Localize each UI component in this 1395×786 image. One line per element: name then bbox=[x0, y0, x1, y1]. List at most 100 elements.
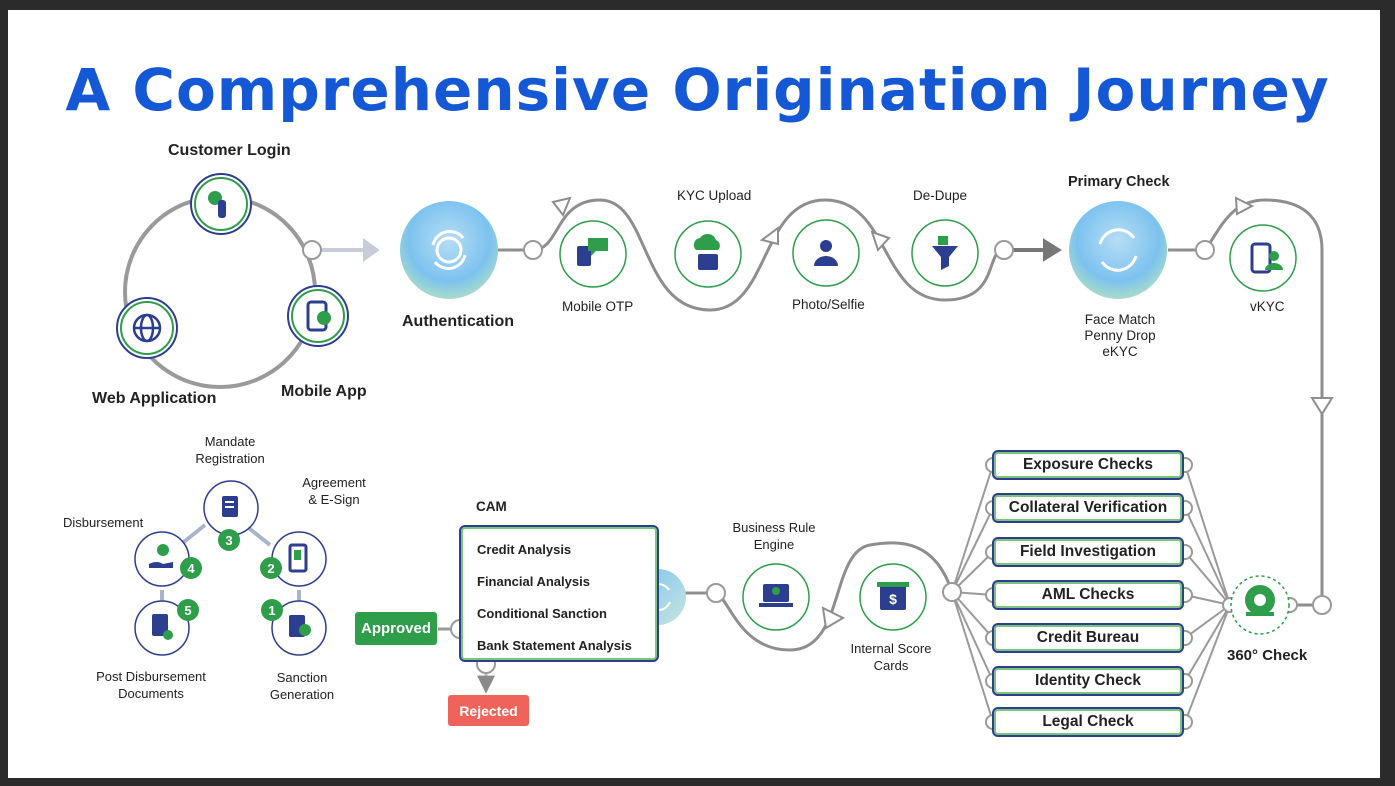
svg-text:$: $ bbox=[889, 591, 897, 607]
document-pen-icon bbox=[222, 496, 238, 517]
svg-text:1: 1 bbox=[268, 603, 275, 618]
arrowhead-top3 bbox=[870, 230, 891, 252]
top-wave-path bbox=[498, 198, 1005, 312]
cam-title: CAM bbox=[476, 499, 507, 514]
kyc-upload-label: KYC Upload bbox=[677, 188, 752, 203]
kyc-upload-node bbox=[674, 220, 742, 288]
step-badge-2: 2 bbox=[260, 557, 282, 579]
step-badge-5: 5 bbox=[177, 599, 199, 621]
arrowhead-vkyc bbox=[1234, 196, 1255, 216]
check-collateral-verification: Collateral Verification bbox=[992, 493, 1184, 523]
bottom-wave-path bbox=[684, 541, 954, 652]
check-legal: Legal Check bbox=[992, 707, 1184, 737]
fan-right bbox=[1184, 464, 1231, 723]
mobile-otp-label: Mobile OTP bbox=[562, 299, 634, 314]
sanction-generation-node bbox=[271, 600, 327, 656]
node-360-right bbox=[1312, 595, 1332, 615]
ekyc-label: eKYC bbox=[1102, 344, 1138, 359]
scorecard-icon: $ bbox=[877, 582, 909, 610]
chat-phone-icon bbox=[577, 238, 608, 266]
business-rule-engine-node bbox=[742, 563, 810, 631]
primary-check-circle bbox=[1069, 201, 1167, 299]
bre-label-line1: Business Rule bbox=[732, 520, 816, 535]
check-field-investigation: Field Investigation bbox=[992, 537, 1184, 567]
arrowhead-top2 bbox=[759, 226, 779, 246]
customer-login-label: Customer Login bbox=[168, 142, 291, 159]
video-kyc-icon bbox=[1250, 242, 1283, 274]
penny-drop-label: Penny Drop bbox=[1084, 328, 1156, 343]
cam-item-financial-analysis: Financial Analysis bbox=[477, 574, 590, 589]
step-badge-1: 1 bbox=[261, 599, 283, 621]
authentication-circle bbox=[400, 201, 498, 299]
step-badges: 3 2 4 5 1 bbox=[177, 529, 283, 621]
sanction-label-line2: Generation bbox=[269, 687, 335, 702]
photo-selfie-label: Photo/Selfie bbox=[792, 297, 865, 312]
check-credit-bureau: Credit Bureau bbox=[992, 623, 1184, 653]
cam-item-bank-statement: Bank Statement Analysis bbox=[477, 638, 632, 653]
authentication-label: Authentication bbox=[402, 313, 514, 330]
mandate-registration-node bbox=[203, 480, 259, 536]
svg-text:2: 2 bbox=[267, 561, 274, 576]
check-exposure: Exposure Checks bbox=[992, 450, 1184, 480]
check-aml: AML Checks bbox=[992, 580, 1184, 610]
node-auth-out bbox=[523, 240, 543, 260]
node-login bbox=[302, 240, 322, 260]
disbursement-label: Disbursement bbox=[63, 515, 144, 530]
user-icon bbox=[814, 240, 838, 266]
arrowhead-down bbox=[1310, 397, 1334, 416]
check-identity: Identity Check bbox=[992, 666, 1184, 696]
cloud-upload-icon bbox=[693, 233, 720, 270]
refresh-icon bbox=[1098, 228, 1138, 272]
node-dedupe-out bbox=[994, 240, 1014, 260]
agreement-esign-node bbox=[271, 531, 327, 587]
mobile-app-node bbox=[287, 285, 349, 347]
de-dupe-label: De-Dupe bbox=[913, 188, 968, 203]
photo-selfie-node bbox=[792, 219, 860, 287]
agreement-label-line2: & E-Sign bbox=[308, 492, 360, 507]
mandate-label-line2: Registration bbox=[195, 451, 265, 466]
approved-badge: Approved bbox=[355, 612, 437, 645]
globe-icon bbox=[132, 313, 162, 343]
gear-icon bbox=[1245, 585, 1275, 616]
flow-arrowheads bbox=[363, 196, 1334, 630]
mobile-upload-icon bbox=[306, 300, 331, 332]
arrowhead-primary bbox=[1043, 238, 1062, 262]
sync-gear-icon bbox=[431, 230, 467, 270]
hand-coin-icon bbox=[149, 544, 173, 568]
icon-circles: $ bbox=[116, 173, 1297, 656]
rejected-badge: Rejected bbox=[448, 695, 529, 726]
touch-gear-icon bbox=[208, 191, 226, 218]
face-match-label: Face Match bbox=[1084, 312, 1156, 327]
web-application-label: Web Application bbox=[92, 390, 217, 407]
node-fan bbox=[942, 582, 962, 602]
cam-item-conditional-sanction: Conditional Sanction bbox=[477, 606, 607, 621]
node-bre bbox=[706, 583, 726, 603]
document-check-icon bbox=[289, 615, 311, 637]
internal-score-cards-node: $ bbox=[859, 563, 927, 631]
check-360-node bbox=[1230, 575, 1290, 635]
page-title: A Comprehensive Origination Journey bbox=[65, 56, 1330, 124]
customer-login-node bbox=[190, 173, 252, 235]
post-disbursement-node bbox=[134, 600, 190, 656]
svg-text:5: 5 bbox=[184, 603, 191, 618]
disbursement-node bbox=[134, 531, 190, 587]
arrowhead-bottom bbox=[821, 606, 846, 630]
laptop-gear-icon bbox=[759, 584, 793, 607]
de-dupe-node bbox=[911, 219, 979, 287]
svg-text:4: 4 bbox=[187, 561, 195, 576]
agreement-label-line1: Agreement bbox=[302, 475, 366, 490]
internal-score-label-line2: Cards bbox=[873, 658, 909, 673]
funnel-icon bbox=[932, 236, 958, 270]
step-badge-4: 4 bbox=[180, 557, 202, 579]
mobile-otp-node bbox=[559, 220, 627, 288]
document-gear-icon bbox=[152, 614, 173, 640]
sanction-label-line1: Sanction bbox=[276, 670, 328, 685]
mobile-app-label: Mobile App bbox=[281, 383, 367, 400]
vkyc-label: vKYC bbox=[1250, 299, 1285, 314]
vkyc-to-360-path bbox=[1203, 198, 1324, 605]
svg-text:3: 3 bbox=[225, 533, 232, 548]
internal-score-label-line1: Internal Score bbox=[850, 641, 932, 656]
check-360-label: 360° Check bbox=[1227, 647, 1308, 664]
node-primary-out bbox=[1195, 240, 1215, 260]
